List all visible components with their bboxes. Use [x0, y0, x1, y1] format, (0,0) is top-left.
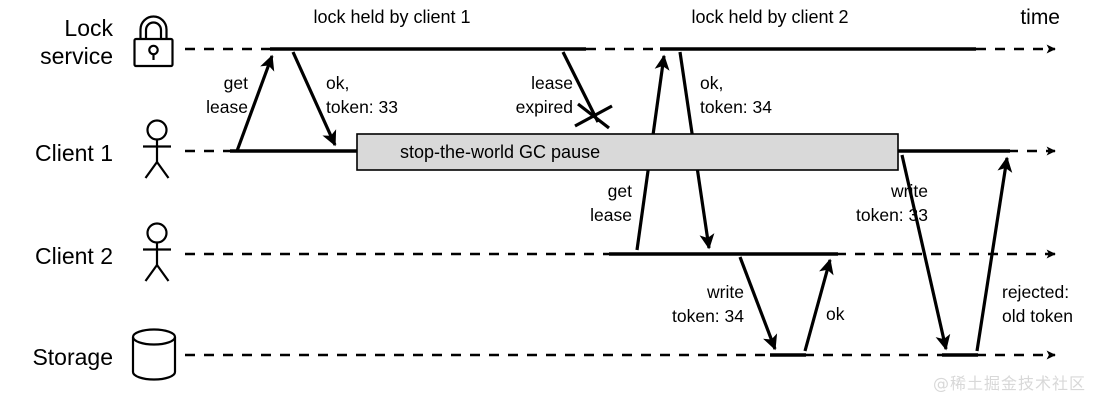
span-label-lock-held-client-1: lock held by client 1: [313, 7, 470, 27]
message-label-get-lease-client-2-line1: get: [608, 181, 632, 201]
message-label-ok-token-34-line2: token: 34: [700, 97, 772, 117]
message-label-ok-token-34: ok, token: 34: [700, 73, 772, 117]
message-label-ok-storage: ok: [826, 304, 845, 324]
message-label-ok-storage-line1: ok: [826, 304, 845, 324]
lane-label-lock-service-line2: service: [40, 43, 113, 69]
message-label-ok-token-33: ok, token: 33: [326, 73, 398, 117]
message-label-lease-expired-line1: lease: [531, 73, 573, 93]
message-label-ok-token-33-line1: ok,: [326, 73, 349, 93]
lane-label-client-1: Client 1: [35, 140, 113, 166]
message-label-lease-expired: lease expired: [516, 73, 573, 117]
lane-label-client-2: Client 2: [35, 243, 113, 269]
stop-the-world-gc-pause-label: stop-the-world GC pause: [400, 142, 600, 162]
message-label-write-token-33-line2: token: 33: [856, 205, 928, 225]
lane-label-lock-service: Lock service: [40, 15, 113, 69]
lane-label-lock-service-line1: Lock: [64, 15, 113, 41]
arrow-write-token-34: [738, 256, 778, 351]
lane-label-storage-text: Storage: [32, 344, 113, 370]
message-label-get-lease-client-1: get lease: [206, 73, 248, 117]
message-label-write-token-33-line1: write: [890, 181, 928, 201]
arrow-write-token-33: [900, 154, 951, 351]
message-label-ok-token-34-line1: ok,: [700, 73, 723, 93]
message-label-get-lease-client-2-line2: lease: [590, 205, 632, 225]
message-label-get-lease-client-1-line1: get: [224, 73, 248, 93]
message-label-rejected-old-token-line1: rejected:: [1002, 282, 1069, 302]
message-label-get-lease-client-2: get lease: [590, 181, 632, 225]
arrow-lease-expired: [561, 51, 600, 123]
stick-figure-icon-client-1: [143, 119, 171, 179]
lane-label-storage: Storage: [32, 344, 113, 370]
message-label-write-token-34-line2: token: 34: [672, 306, 744, 326]
time-axis-label: time: [1020, 6, 1060, 29]
message-label-write-token-34-line1: write: [706, 282, 744, 302]
arrow-rejected-old-token: [975, 156, 1013, 352]
message-label-rejected-old-token: rejected: old token: [1002, 282, 1073, 326]
arrow-get-lease-client-1: [235, 54, 275, 152]
lease-expired-block-x-icon: [574, 102, 613, 130]
message-label-get-lease-client-1-line2: lease: [206, 97, 248, 117]
lane-label-client-1-text: Client 1: [35, 140, 113, 166]
span-label-lock-held-client-2: lock held by client 2: [691, 7, 848, 27]
message-label-ok-token-33-line2: token: 33: [326, 97, 398, 117]
stick-figure-icon-client-2: [143, 222, 171, 282]
stop-the-world-gc-pause-box: [356, 133, 899, 171]
arrow-ok-storage-to-client-2: [803, 258, 834, 352]
message-label-lease-expired-line2: expired: [516, 97, 573, 117]
message-label-write-token-33: write token: 33: [856, 181, 928, 225]
watermark-text: @稀土掘金技术社区: [932, 374, 1086, 393]
padlock-icon: [133, 15, 174, 68]
database-cylinder-icon: [131, 328, 177, 381]
message-label-write-token-34: write token: 34: [672, 282, 744, 326]
arrow-ok-token-33: [291, 51, 337, 147]
message-label-rejected-old-token-line2: old token: [1002, 306, 1073, 326]
lane-label-client-2-text: Client 2: [35, 243, 113, 269]
